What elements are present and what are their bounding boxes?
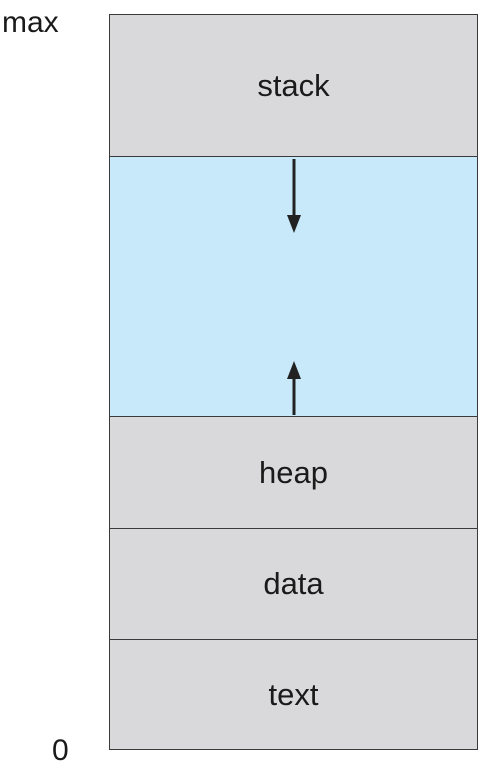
heap-label: heap xyxy=(259,454,328,490)
data-label: data xyxy=(263,566,324,601)
address-max-label: max xyxy=(2,6,59,39)
data-segment: data xyxy=(110,529,477,640)
text-segment: text xyxy=(110,640,477,749)
process-memory-layout: stack heap data text xyxy=(109,14,478,750)
growth-arrows xyxy=(287,159,301,415)
stack-segment: stack xyxy=(110,15,477,157)
arrow-down-icon xyxy=(287,159,301,233)
address-zero-label: 0 xyxy=(52,734,69,767)
stack-label: stack xyxy=(257,67,330,103)
heap-segment: heap xyxy=(110,417,477,529)
text-label: text xyxy=(268,676,319,712)
free-space-segment xyxy=(110,157,477,417)
arrow-up-icon xyxy=(287,361,301,415)
